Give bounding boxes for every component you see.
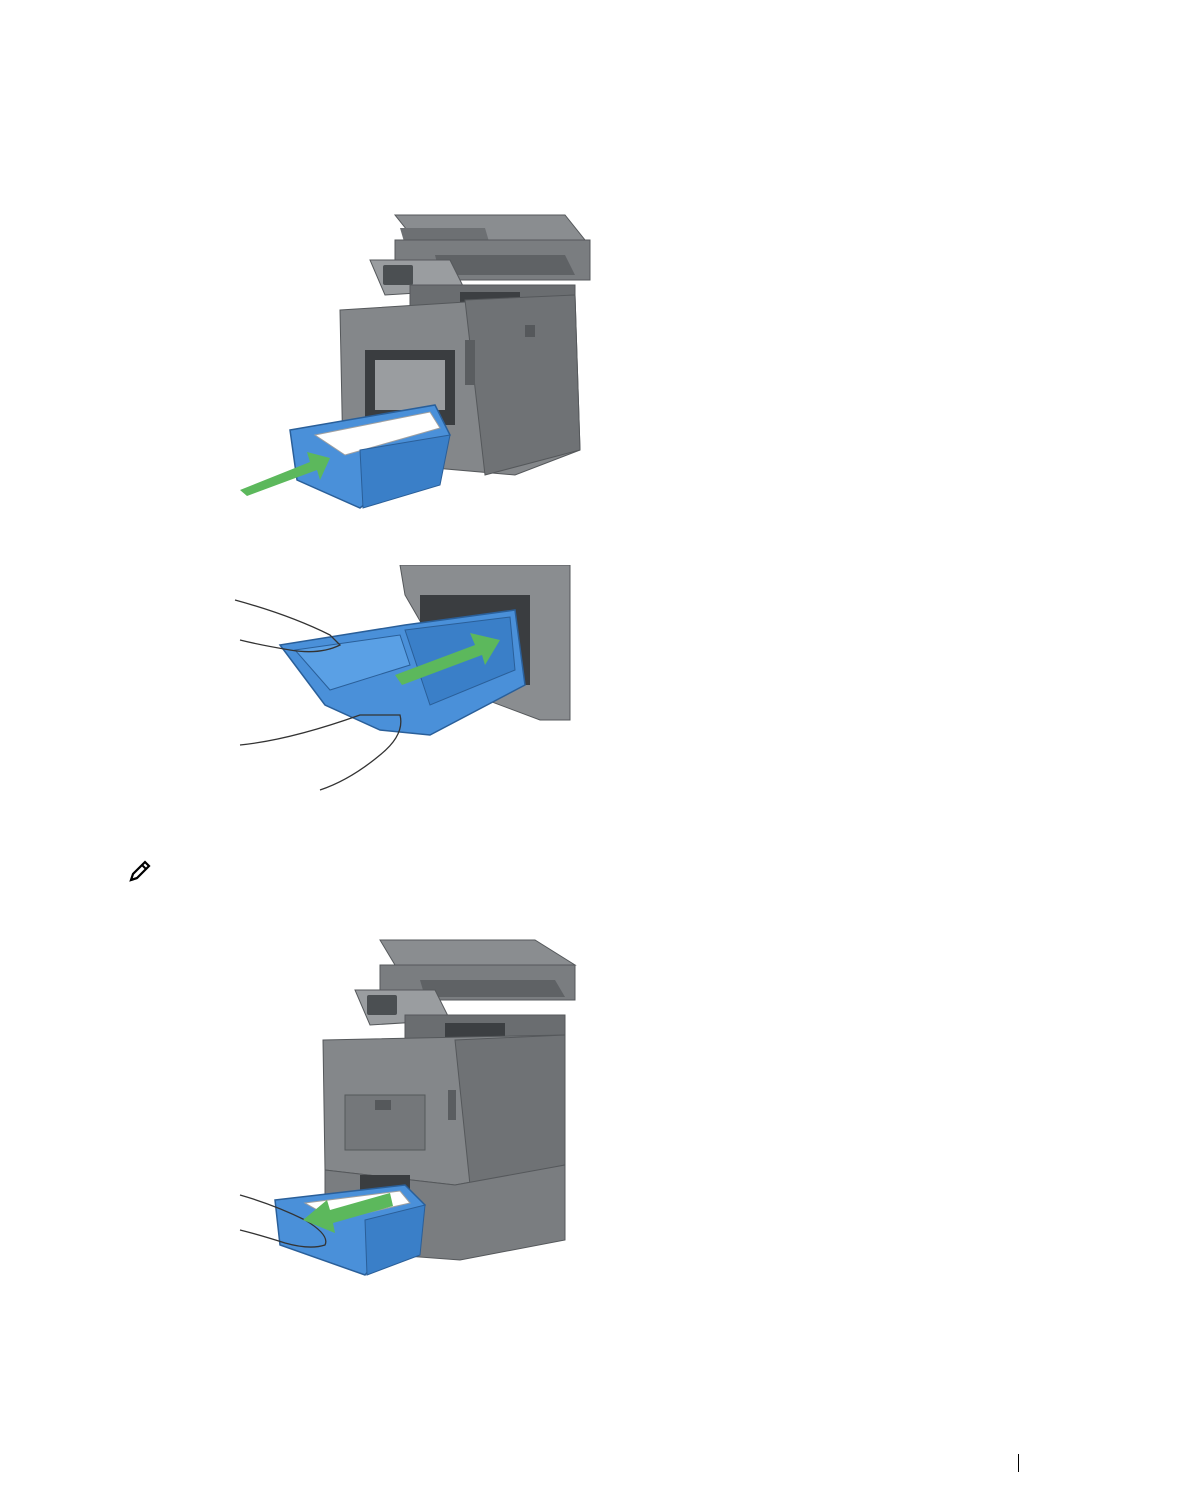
figure-printer-tray-pull-out <box>235 935 580 1280</box>
figure-printer-tray-insert <box>235 200 595 515</box>
note-pencil-icon <box>128 859 152 883</box>
footer-rule <box>1018 1454 1019 1472</box>
figure-tray-slide-in-hands <box>230 565 575 795</box>
